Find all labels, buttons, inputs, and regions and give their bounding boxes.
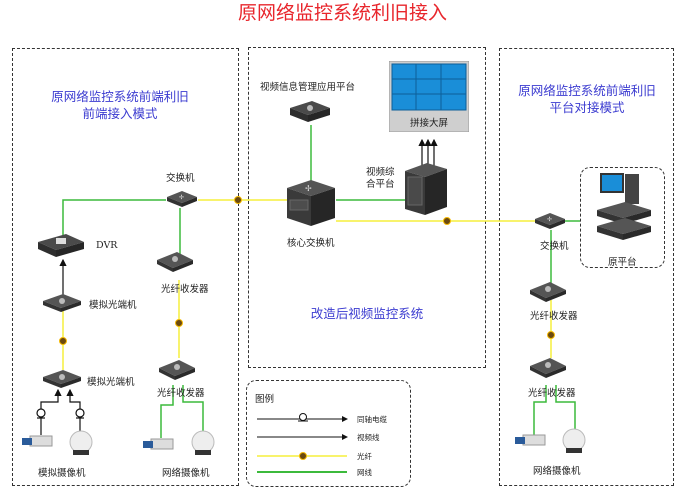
svg-text:✢: ✢ [179,194,184,201]
left-fiber-transceiver-2-label: 光纤收发器 [157,388,205,399]
coax-icon [36,408,85,419]
left-fiber-transceiver-1-label: 光纤收发器 [161,284,209,295]
fiber-connector-icon [59,196,555,345]
video-wall-icon [389,61,469,132]
right-switch-label: 交换机 [540,241,569,252]
right-fiber-transceiver-2-icon [530,358,566,378]
legend-lines [257,413,348,473]
network-left-cam1 [160,385,174,438]
right-switch-icon: ✢ [535,213,565,229]
diagram-title: 原网络监控系统利旧接入 [237,2,447,24]
legend-label-network: 网线 [357,468,372,477]
legend-box [246,380,411,487]
video-integrated-platform-label: 视频综 合平台 [366,167,395,191]
region-old-platform [580,167,665,268]
left-switch-icon: ✢ [167,191,197,207]
right-network-cameras-label: 网络摄像机 [533,466,581,477]
region-right-title-line1: 原网络监控系统前端利旧 [518,83,656,98]
left-fiber-transceiver-1-icon [157,252,193,272]
legend-label-fiber: 光纤 [357,452,372,461]
analog-cameras-label: 模拟摄像机 [38,468,86,479]
right-fiber-transceiver-1-label: 光纤收发器 [530,311,578,322]
region-center [248,47,486,368]
region-right-title-line2: 平台对接模式 [549,100,625,115]
region-left-title-line2: 前端接入模式 [82,106,158,121]
region-right [499,48,674,486]
old-platform-label: 原平台 [608,257,637,268]
analog-optical-2-label: 模拟光端机 [87,377,135,388]
region-left-title: 原网络监控系统前端利旧 前端接入模式 [20,88,220,122]
core-switch-label: 核心交换机 [287,238,335,249]
analog-optical-1-icon [43,294,81,312]
network-right-cam1 [533,385,547,435]
box-camera-icon [22,435,53,447]
left-network-box-camera-icon [143,438,174,450]
vms-platform-label: 视频信息管理应用平台 [260,82,356,93]
left-network-dome-camera-icon [191,430,215,455]
video-integrated-platform-icon [405,163,447,215]
left-fiber-transceiver-2-icon [159,360,195,380]
network-left-cam2 [182,385,204,435]
right-fiber-transceiver-1-icon [530,282,566,302]
network-right-cam2 [555,385,576,432]
vms-platform-icon [290,101,330,122]
right-fiber-transceiver-2-label: 光纤收发器 [528,388,576,399]
dome-camera-icon [69,430,93,455]
old-platform-icon [597,173,651,240]
left-switch-label: 交换机 [166,173,195,184]
video-integrated-platform-label-line2: 合平台 [366,179,395,190]
legend-coax-icon [257,413,348,422]
legend-label-video: 视频线 [357,433,380,442]
analog-optical-1-label: 模拟光端机 [89,300,137,311]
legend-fiber-line [257,452,347,460]
dvr-icon [38,234,84,257]
region-left-title-line1: 原网络监控系统前端利旧 [51,89,189,104]
svg-text:✢: ✢ [547,216,552,223]
network-switch-dvr [62,199,166,235]
analog-optical-2-icon [43,370,81,388]
right-network-box-camera-icon [515,434,546,446]
legend-title: 图例 [255,394,275,405]
right-network-dome-camera-icon [562,428,586,453]
legend-label-coax: 同轴电缆 [357,415,387,424]
svg-text:✢: ✢ [305,184,312,193]
region-right-title: 原网络监控系统前端利旧 平台对接模式 [502,82,672,116]
region-center-title: 改造后视频监控系统 [310,306,424,321]
left-network-cameras-label: 网络摄像机 [162,468,210,479]
dvr-label: DVR [96,240,118,251]
region-left [12,48,239,486]
core-switch-icon: ✢ [287,180,335,226]
video-integrated-platform-label-line1: 视频综 [366,167,395,178]
video-wall-label: 拼接大屏 [410,118,449,129]
